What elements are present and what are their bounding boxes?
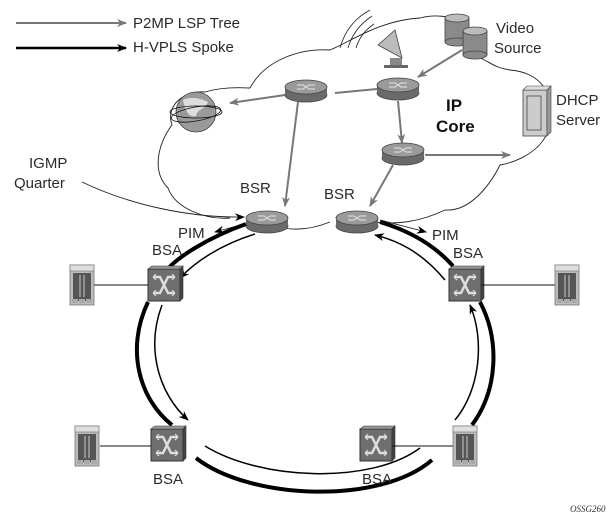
video-source-label-2: Source — [494, 40, 542, 57]
host-bottom-right — [452, 425, 478, 467]
dhcp-server-label: DHCP — [556, 92, 599, 109]
igmp-querier-label: IGMP — [29, 155, 67, 172]
bsr-right-label: BSR — [324, 186, 355, 203]
legend-spoke-label: H-VPLS Spoke — [133, 39, 234, 56]
internet-globe-icon — [169, 91, 223, 133]
satellite-dish-icon — [377, 29, 408, 68]
igmp-pointer — [81, 181, 245, 222]
bsa-bottom-right-switch — [358, 424, 397, 463]
igmp-querier-label-2: Quarter — [14, 175, 65, 192]
video-source-label: Video — [496, 20, 534, 37]
ip-core-label: IP — [446, 96, 462, 115]
bsa-top-right-switch — [447, 264, 486, 303]
core-router-2 — [376, 77, 420, 101]
core-router-3 — [381, 142, 425, 166]
video-source-icon — [444, 13, 488, 60]
core-router-1 — [284, 79, 328, 103]
bsa-top-left-switch — [146, 264, 185, 303]
ip-core-cloud — [157, 15, 550, 230]
p2mp-lsp-tree — [229, 49, 511, 207]
legend-p2mp-label: P2MP LSP Tree — [133, 15, 240, 32]
bsr-right-router — [335, 210, 379, 234]
wireless-signal-icon — [339, 9, 375, 49]
dhcp-server-label-2: Server — [556, 112, 600, 129]
host-top-right — [554, 264, 580, 306]
host-bottom-left — [74, 425, 100, 467]
legend: P2MP LSP Tree H-VPLS Spoke — [16, 15, 240, 56]
bsa-bottom-left-switch — [149, 424, 188, 463]
bsa-bottom-right-label: BSA — [362, 471, 392, 488]
bsr-left-router — [245, 210, 289, 234]
dhcp-server-icon — [522, 85, 552, 137]
bsa-bottom-left-label: BSA — [153, 471, 183, 488]
bsa-top-right-label: BSA — [453, 245, 483, 262]
bsa-top-left-label: BSA — [152, 242, 182, 259]
h-vpls-ring — [134, 220, 496, 494]
bsr-left-label: BSR — [240, 180, 271, 197]
pim-right-label: PIM — [432, 227, 459, 244]
pim-left-label: PIM — [178, 225, 205, 242]
figure-id: OSSG260 — [570, 504, 606, 514]
ip-core-label-2: Core — [436, 117, 475, 136]
host-top-left — [69, 264, 95, 306]
